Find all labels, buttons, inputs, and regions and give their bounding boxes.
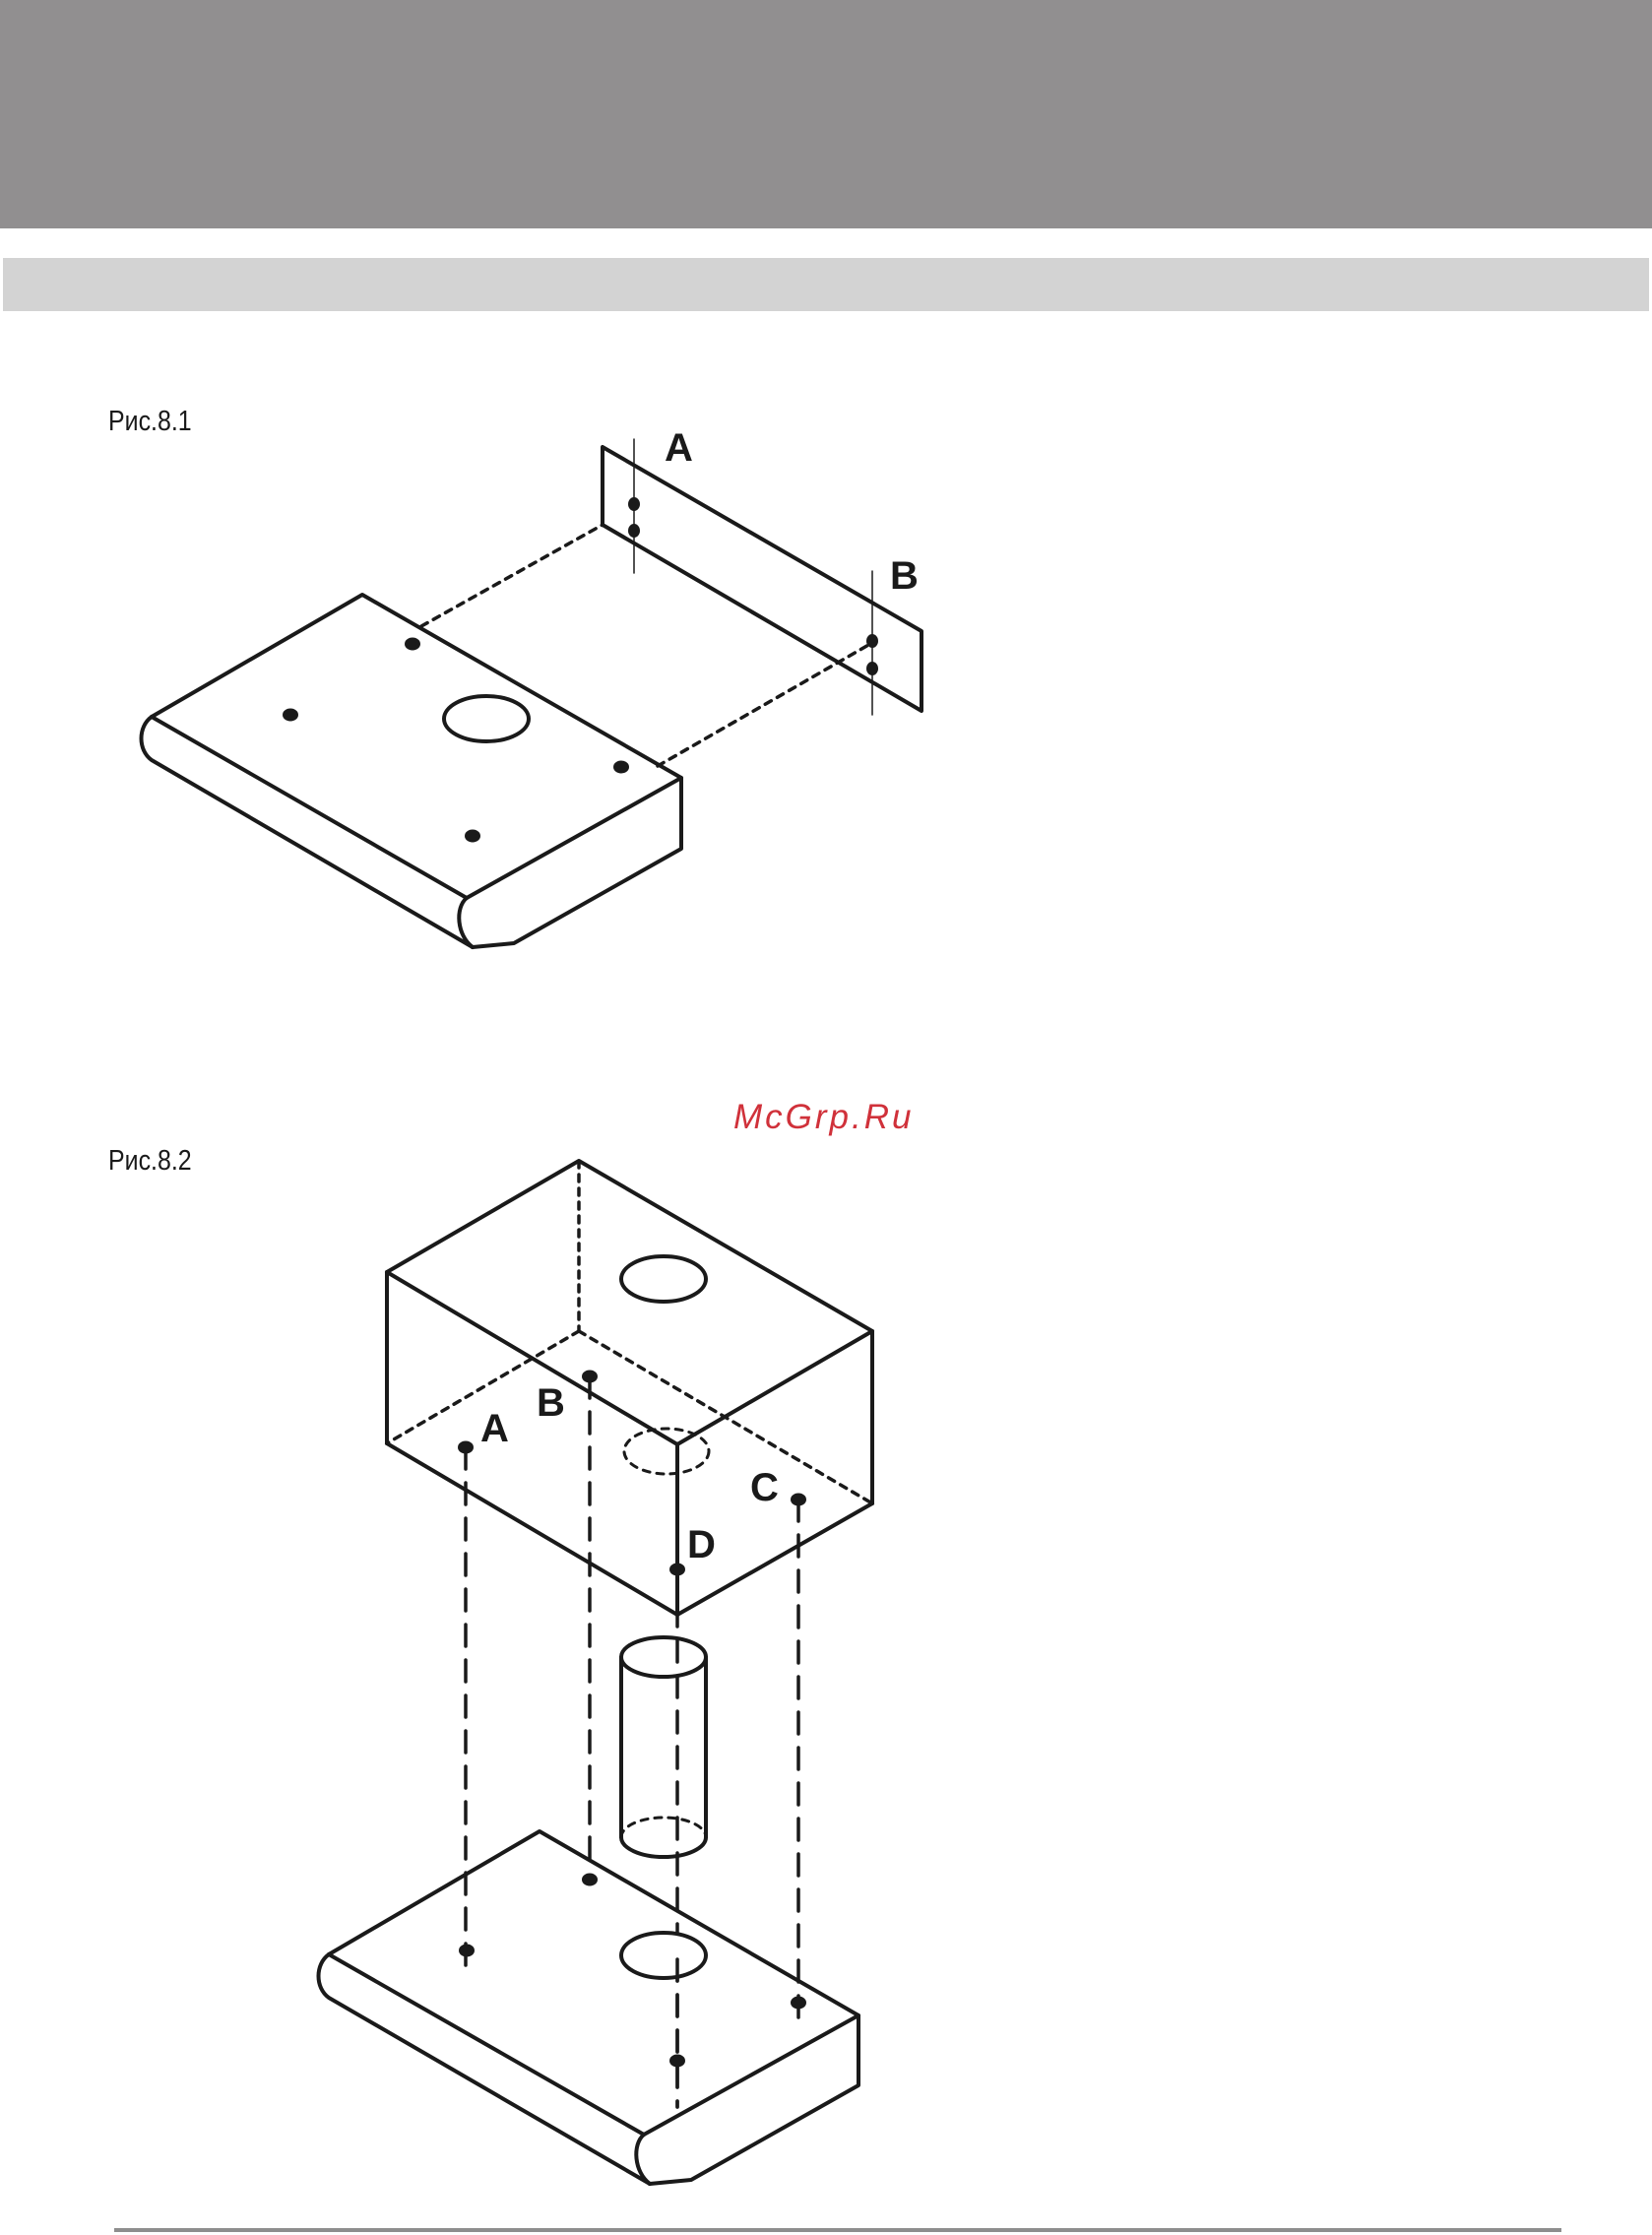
bottom-opening-hidden — [624, 1429, 709, 1474]
bottom-rule — [114, 2228, 1561, 2232]
air-duct — [621, 1637, 706, 1857]
label-a: A — [480, 1407, 509, 1450]
hood-hole-d — [671, 2057, 683, 2066]
hood-hole-b — [584, 1876, 596, 1884]
hood-hole-c — [793, 1999, 804, 2008]
hood-hole-a — [461, 1947, 473, 1955]
hood-exhaust-opening — [621, 1933, 706, 1978]
label-b: B — [537, 1381, 565, 1425]
label-c: C — [750, 1466, 779, 1509]
top-opening — [621, 1256, 706, 1302]
label-d: D — [687, 1523, 716, 1566]
